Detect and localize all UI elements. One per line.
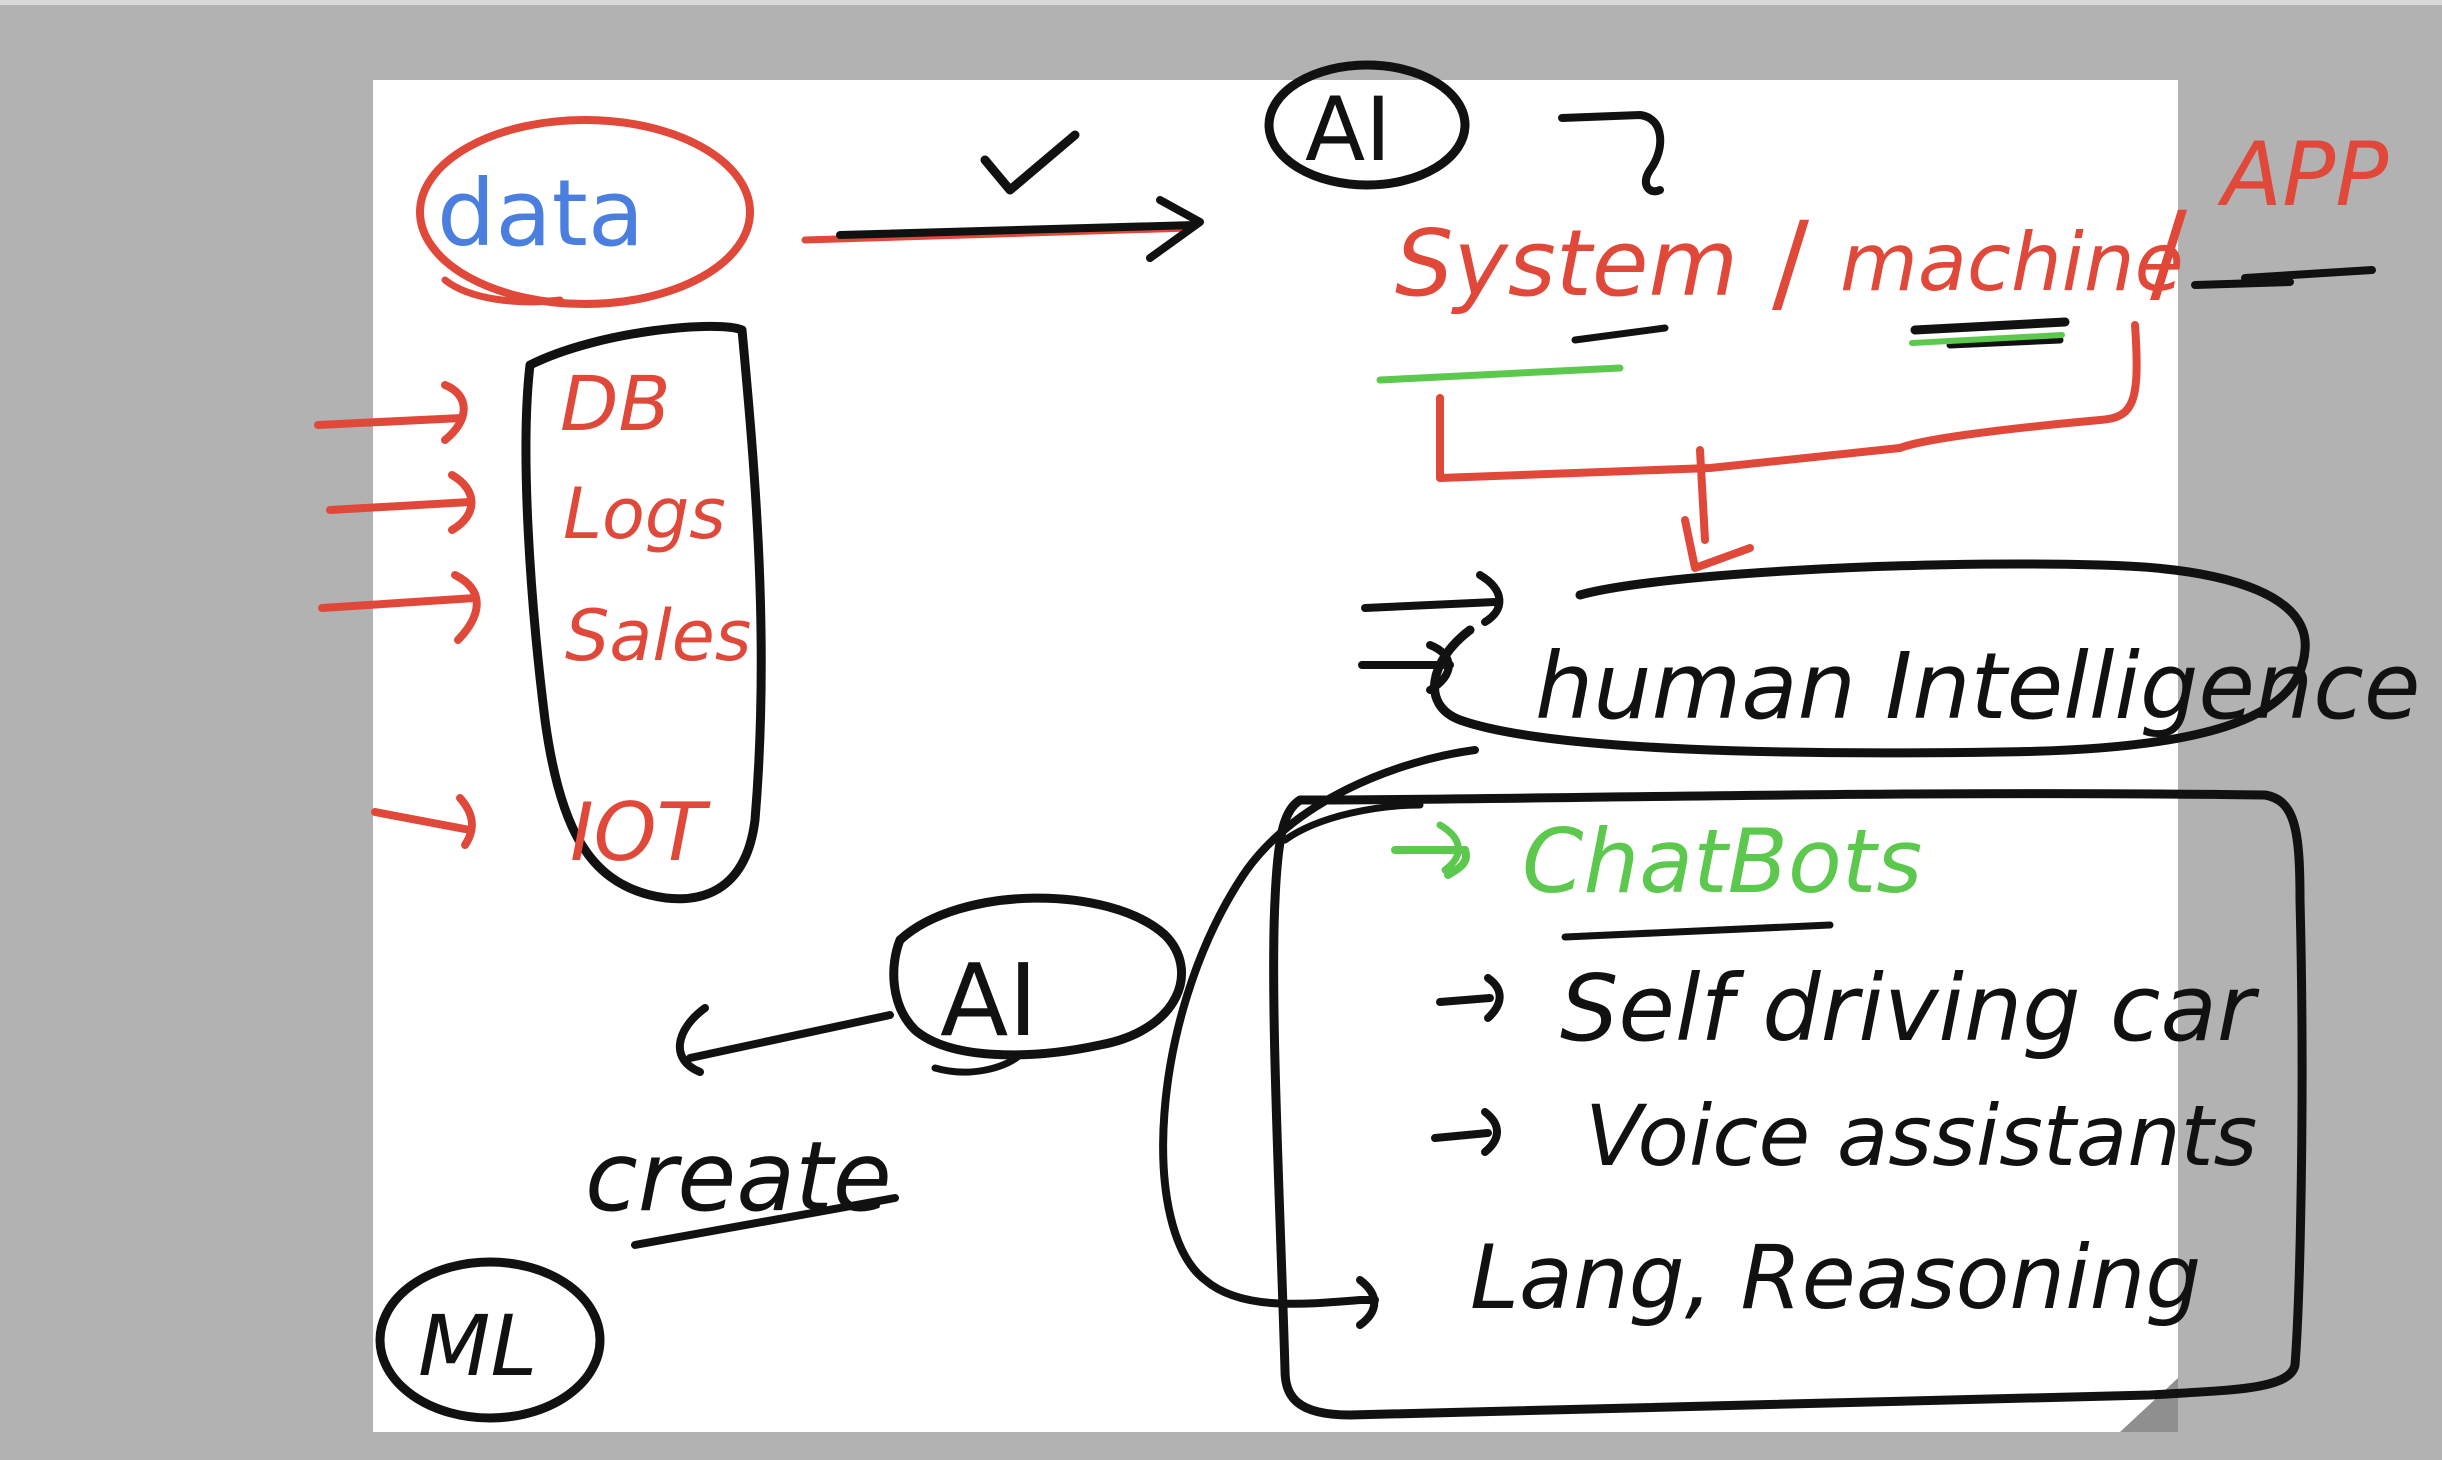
ai-top-arrow [1558,111,1665,196]
machine-underline-black-2 [1946,336,2064,349]
slash-2: / [2150,188,2188,316]
red-bracket-stem [1696,446,1709,544]
source-logs: Logs [563,473,726,555]
input-arrowhead-logs [448,471,476,534]
system-label: System [1395,210,1738,317]
machine-underline-black [1910,317,2070,335]
data-label: data [437,160,644,267]
ai-to-create-arrowhead [676,1004,709,1076]
chatbots-label: ChatBots [1522,810,1922,913]
ml-oval [375,1257,605,1423]
source-iot: IOT [570,786,712,879]
human-input-arrowhead-2 [1426,641,1453,694]
red-bracket-head [1681,516,1754,572]
input-arrow-db [314,414,466,429]
ai-top-label: AI [1305,78,1391,181]
create-underline [631,1194,899,1249]
ai-top-oval [1264,60,1470,190]
chatbot-arrow [1391,846,1470,879]
human-input-arrow-1 [1361,598,1499,612]
machine-underline-green [1909,332,2065,346]
ai-bottom-oval-tail [931,1051,1024,1076]
data-oval-tail [441,276,564,306]
data-to-ai-arrowhead [1146,196,1204,262]
checkmark-icon [980,130,1080,195]
data-oval [416,116,754,308]
top-strip [0,0,2442,5]
swoosh-connector [1159,746,1479,1308]
self-driving-arrowhead [1484,974,1504,1022]
voice-arrowhead [1481,1108,1501,1156]
ai-bottom-label: AI [940,942,1038,1059]
input-arrowhead-sales [451,571,481,644]
human-input-arrowhead-1 [1476,571,1504,626]
ai-bottom-oval [889,893,1186,1060]
app-underline-2 [2241,266,2376,282]
red-bracket [1436,321,2141,482]
input-arrowhead-db [441,381,468,444]
voice-arrow [1431,1129,1492,1142]
sources-capsule [521,321,766,904]
swoosh-arrowhead [1356,1276,1379,1329]
input-arrow-iot [371,808,474,834]
app-underline-1 [2191,278,2294,289]
swoosh-stroke-2 [1281,801,1424,844]
human-oval [1430,559,2310,758]
lang-reasoning-label: Lang, Reasoning [1470,1226,2201,1329]
input-arrow-sales [318,594,479,612]
ai-to-create-arrow [686,1011,894,1062]
chatbot-arrowhead [1436,821,1462,874]
page-curl[interactable] [2120,1378,2178,1432]
human-intelligence-label: human Intelligence [1535,633,2420,740]
input-arrow-logs [326,498,474,514]
self-driving-arrow [1436,994,1494,1006]
source-sales: Sales [565,595,751,677]
system-underline-green [1376,364,1624,384]
system-underline-black [1571,324,1669,344]
source-db: DB [560,359,671,448]
examples-box [1269,789,2307,1420]
chatbots-underline [1561,921,1834,941]
app-label: APP [2217,123,2388,226]
data-to-ai-arrow [836,221,1199,239]
slash-1: / [1772,198,1810,326]
voice-label: Voice assistants [1585,1087,2257,1185]
machine-label: machine [1840,216,2184,309]
input-arrowhead-iot [456,794,476,849]
create-label: create [585,1121,892,1233]
ml-label: ML [418,1297,537,1395]
self-driving-label: Self driving car [1560,955,2260,1062]
